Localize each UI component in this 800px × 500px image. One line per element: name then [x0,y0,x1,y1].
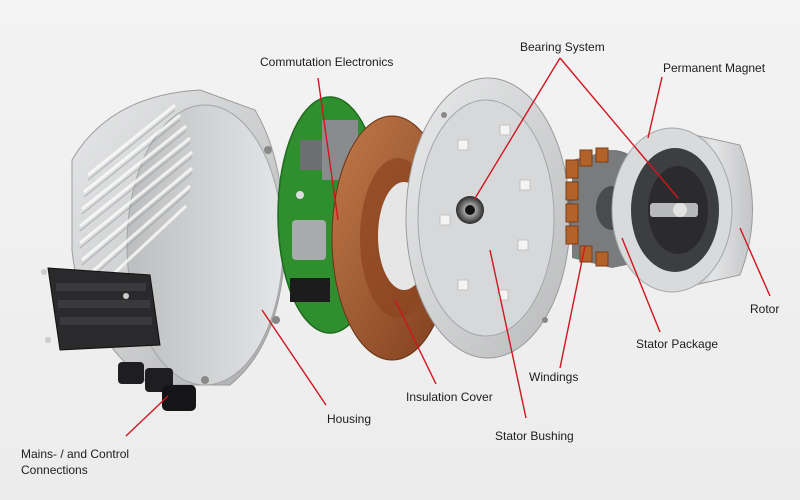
callout-line-windings [559,245,586,369]
label-stator-package: Stator Package [636,337,719,351]
stator-bushing-part [405,77,571,359]
callout-line-housing [261,309,327,406]
label-rotor: Rotor [750,302,780,316]
callout-line-rotor [739,227,771,297]
label-permanent-magnet: Permanent Magnet [663,61,766,75]
label-mains-line1: Mains- / and Control [21,447,130,461]
label-housing: Housing [327,412,372,426]
callout-line-insulation [394,299,437,385]
label-insulation-cover: Insulation Cover [406,390,493,404]
connector-block-part [41,267,196,411]
label-windings: Windings [529,370,579,384]
callout-line-bearing-1 [473,57,561,201]
callout-lines [125,57,771,437]
callout-line-stator-package [621,237,661,333]
callout-line-bearing-2 [559,57,679,199]
callout-line-commutation [317,77,339,221]
label-bearing-system: Bearing System [520,40,605,54]
label-commutation-electronics: Commutation Electronics [260,55,394,69]
callout-line-permanent-magnet [647,76,663,139]
label-mains-line2: Connections [21,463,88,477]
rotor-part [611,127,753,293]
label-stator-bushing: Stator Bushing [495,429,574,443]
callout-line-stator-bushing [489,249,527,419]
callout-line-mains [125,395,169,437]
